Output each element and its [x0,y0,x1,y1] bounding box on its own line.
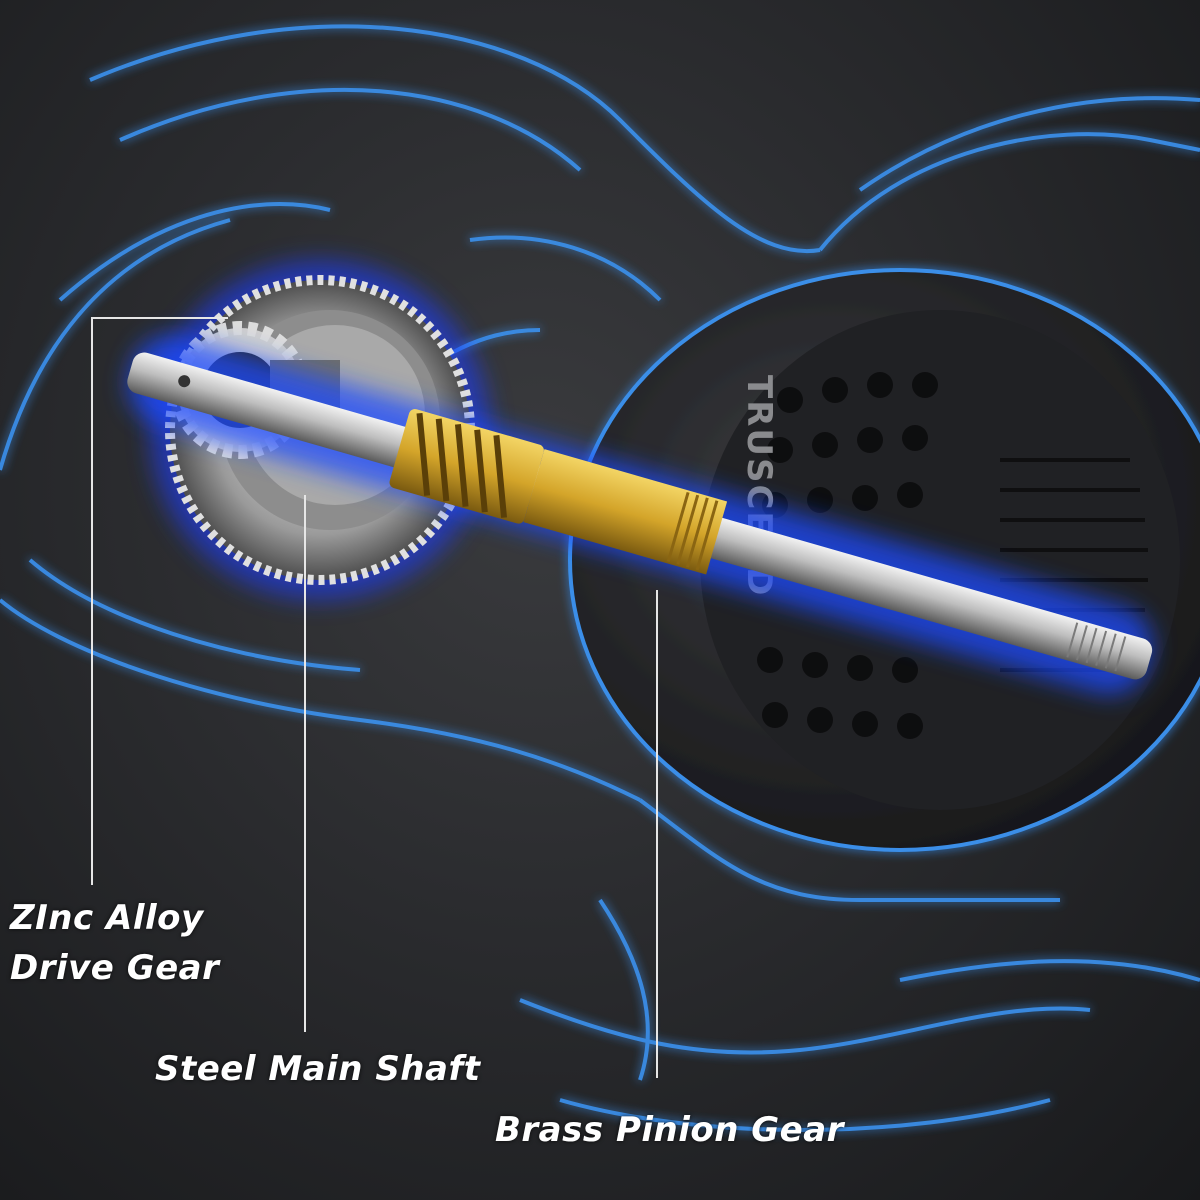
callout-drive-gear: ZInc Alloy Drive Gear [10,893,219,993]
callout-drive-gear-line-1: ZInc Alloy [10,898,204,938]
callout-main-shaft: Steel Main Shaft [155,1044,481,1094]
callout-pinion-gear: Brass Pinion Gear [495,1105,844,1155]
callout-pinion-gear-line-1: Brass Pinion Gear [495,1110,844,1150]
callout-drive-gear-line-2: Drive Gear [10,948,220,988]
pinion-gear [389,409,728,575]
drive-gear-leader [91,317,228,885]
leader-lines [91,317,658,1078]
callout-main-shaft-line-1: Steel Main Shaft [155,1049,481,1089]
